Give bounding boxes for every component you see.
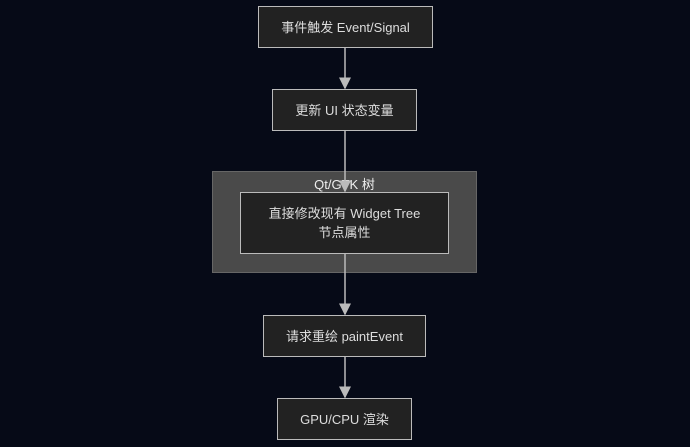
- node-label-line2: 节点属性: [318, 225, 371, 240]
- node-label: 更新 UI 状态变量: [295, 102, 394, 118]
- node-label-line1: 直接修改现有 Widget Tree: [268, 206, 421, 221]
- node-update-state: 更新 UI 状态变量: [272, 89, 417, 131]
- node-request-repaint: 请求重绘 paintEvent: [263, 315, 426, 357]
- node-label: 请求重绘 paintEvent: [285, 328, 404, 344]
- node-label: 事件触发 Event/Signal: [281, 19, 410, 35]
- node-modify-widget-tree: 直接修改现有 Widget Tree 节点属性: [240, 192, 449, 254]
- node-render: GPU/CPU 渲染: [277, 398, 412, 440]
- node-label: GPU/CPU 渲染: [300, 411, 389, 427]
- node-event-signal: 事件触发 Event/Signal: [258, 6, 433, 48]
